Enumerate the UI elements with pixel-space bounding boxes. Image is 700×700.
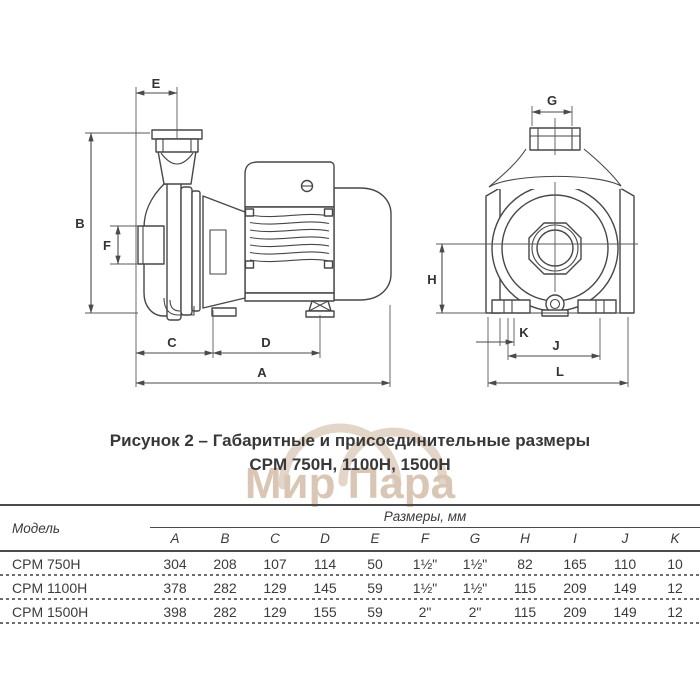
watermark-text: Мир Пара: [245, 459, 456, 508]
figure-caption-line2: CPM 750H, 1100H, 1500H: [249, 455, 451, 474]
dimension-value-d: 145: [313, 580, 337, 596]
dimension-value-a: 378: [163, 580, 187, 596]
column-header-b: B: [220, 531, 230, 546]
dimension-value-d: 155: [313, 604, 337, 620]
table-header: Модель Размеры, мм A B C D E F G H I J K: [0, 506, 700, 552]
dim-label-a: A: [257, 365, 267, 380]
dimension-value-e: 50: [367, 556, 383, 572]
column-header-g: G: [469, 531, 481, 546]
dimension-value-b: 282: [213, 580, 237, 596]
dimension-value-j: 149: [613, 580, 637, 596]
dimension-value-h: 82: [517, 556, 533, 572]
dim-label-g: G: [547, 93, 557, 108]
dimension-value-i: 209: [563, 580, 587, 596]
dimension-value-b: 208: [213, 556, 237, 572]
watermark-steam-icon: [278, 423, 448, 490]
dim-label-e: E: [152, 76, 161, 91]
dim-label-k: K: [519, 325, 529, 340]
dimension-value-e: 59: [367, 604, 383, 620]
dimension-value-c: 129: [263, 604, 287, 620]
column-letters-row: A B C D E F G H I J K: [150, 528, 700, 550]
pump-side-view-drawing: E B F C D A: [75, 76, 392, 387]
dimension-value-c: 107: [263, 556, 287, 572]
dimension-value-f: 2": [418, 604, 432, 620]
column-header-h: H: [520, 531, 530, 546]
dimension-value-i: 209: [563, 604, 587, 620]
column-header-a: A: [170, 531, 180, 546]
sizes-header-group: Размеры, мм A B C D E F G H I J K: [150, 506, 700, 550]
model-name: CPM 1500H: [12, 604, 89, 620]
model-column-header: Модель: [12, 520, 60, 536]
table-row: CPM 1100H 378 282 129 145 59 1½" 1½" 115 209 149 12: [0, 576, 700, 600]
column-header-f: F: [420, 531, 430, 546]
dimension-value-h: 115: [513, 580, 537, 596]
pump-front-body: [436, 118, 638, 317]
table-row: CPM 1500H 398 282 129 155 59 2" 2" 115 209 149 12: [0, 600, 700, 624]
dimension-value-d: 114: [313, 556, 337, 572]
figure-caption-line1: Рисунок 2 – Габаритные и присоединительн…: [109, 431, 591, 450]
table-row: CPM 750H 304 208 107 114 50 1½" 1½" 82 165 110 10: [0, 552, 700, 576]
dim-label-b: B: [75, 216, 84, 231]
dim-label-c: C: [167, 335, 177, 350]
sizes-header: Размеры, мм: [150, 506, 700, 528]
dimension-value-g: 2": [468, 604, 482, 620]
dimension-value-b: 282: [213, 604, 237, 620]
dimension-value-e: 59: [367, 580, 383, 596]
dim-label-j: J: [552, 338, 559, 353]
dimension-value-j: 149: [613, 604, 637, 620]
figure-caption: Рисунок 2 – Габаритные и присоединительн…: [0, 429, 700, 477]
dimension-value-a: 398: [163, 604, 187, 620]
dimensions-table: Модель Размеры, мм A B C D E F G H I J K CPM 750H 3…: [0, 504, 700, 624]
pump-front-view-drawing: G H K J L: [427, 93, 638, 387]
dimension-value-f: 1½": [412, 556, 438, 572]
dimension-value-k: 10: [667, 556, 683, 572]
dim-label-h: H: [427, 272, 436, 287]
column-header-i: I: [573, 531, 577, 546]
pump-side-body: [137, 129, 392, 321]
column-header-e: E: [370, 531, 380, 546]
front-view-dimensions: G H K J L: [427, 93, 629, 387]
column-header-d: D: [320, 531, 330, 546]
dim-label-l: L: [556, 364, 564, 379]
dim-label-d: D: [261, 335, 270, 350]
dimension-value-h: 115: [513, 604, 537, 620]
dimension-value-k: 12: [667, 580, 683, 596]
dimension-value-f: 1½": [412, 580, 438, 596]
model-name: CPM 750H: [12, 556, 81, 572]
watermark: Мир Пара: [245, 423, 456, 508]
column-header-k: K: [670, 531, 680, 546]
dimension-value-j: 110: [613, 556, 637, 572]
column-header-j: J: [621, 531, 629, 546]
column-header-c: C: [270, 531, 280, 546]
side-view-dimensions: E B F C D A: [75, 76, 391, 387]
dimension-value-g: 1½": [462, 556, 488, 572]
dimension-value-g: 1½": [462, 580, 488, 596]
dimension-value-a: 304: [163, 556, 187, 572]
dimension-value-i: 165: [563, 556, 587, 572]
dim-label-f: F: [103, 238, 111, 253]
dimension-value-c: 129: [263, 580, 287, 596]
dimension-value-k: 12: [667, 604, 683, 620]
model-name: CPM 1100H: [12, 580, 88, 596]
